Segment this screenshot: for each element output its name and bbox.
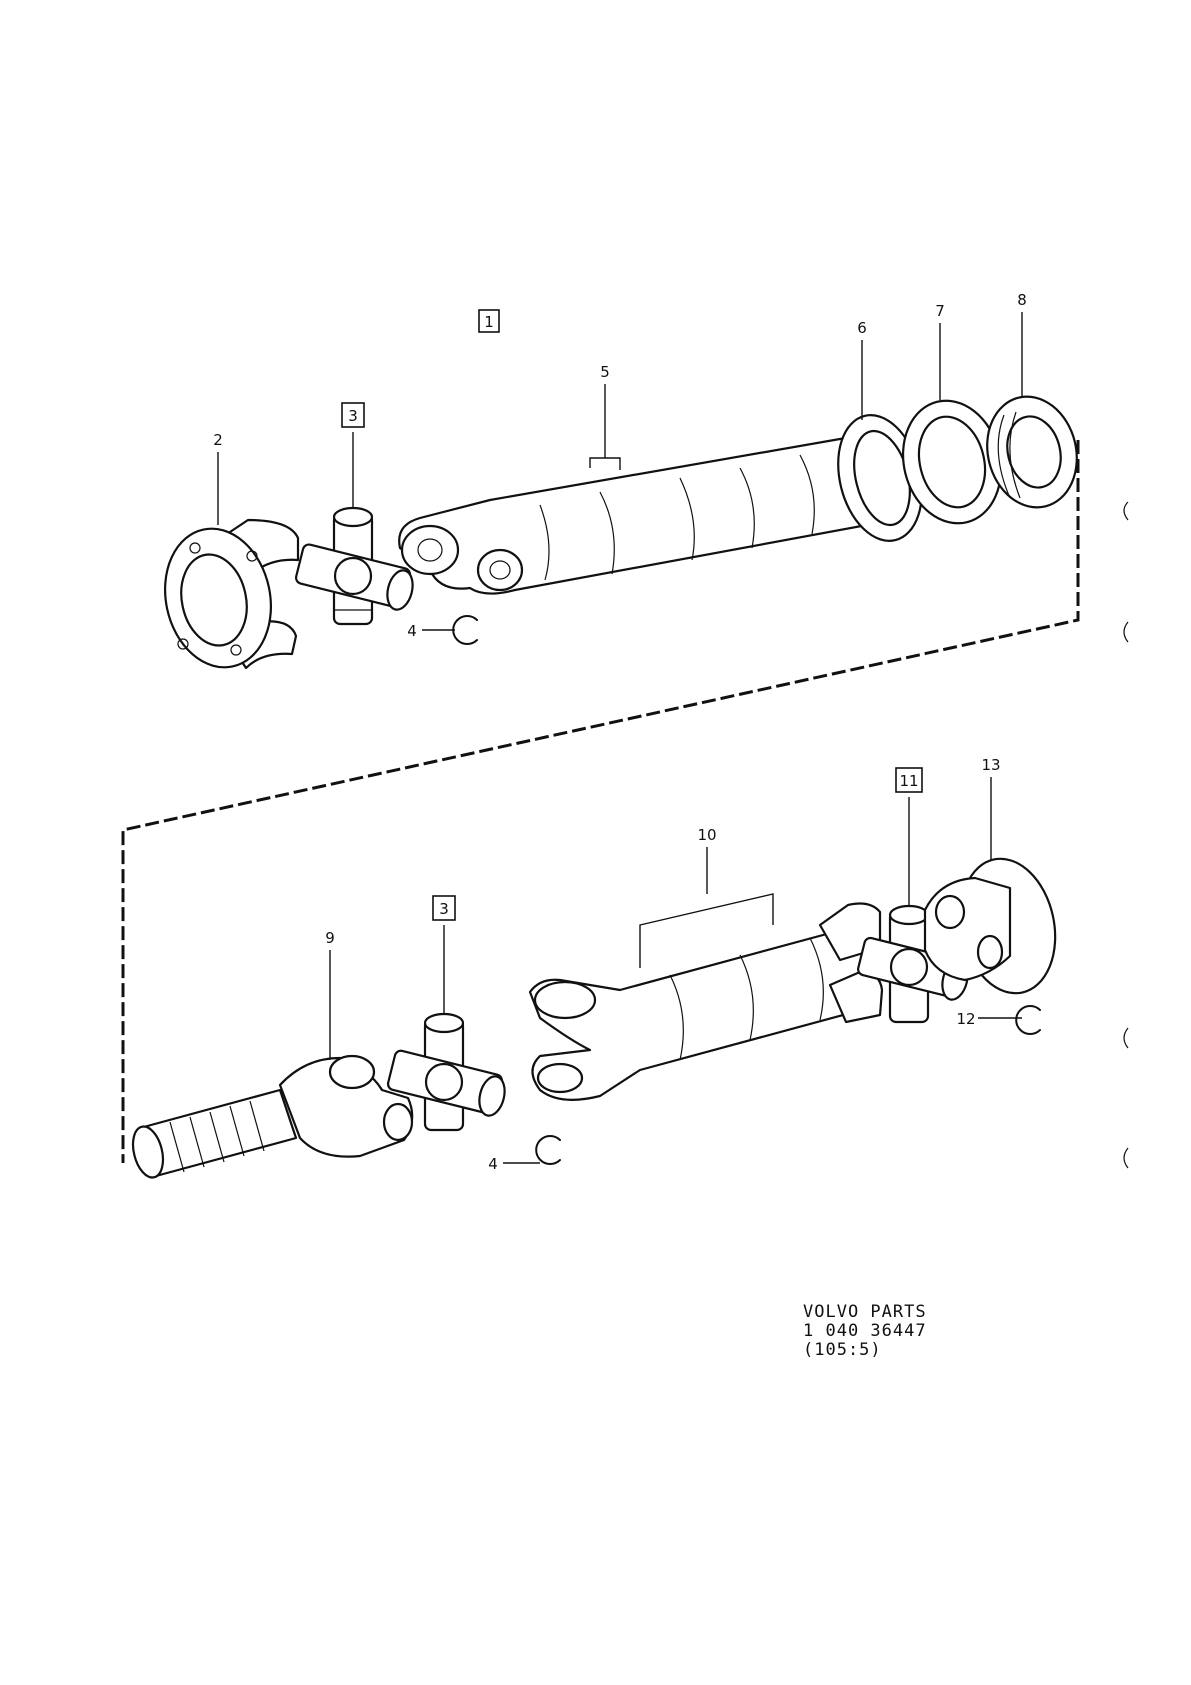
callout-7: 7 (935, 302, 945, 320)
callout-9: 9 (325, 929, 335, 947)
caption-part-number: 1 040 36447 (803, 1321, 927, 1341)
part-6-seal-ring (837, 414, 923, 542)
svg-text:1: 1 (484, 313, 494, 331)
callout-12: 12 (956, 1010, 975, 1028)
callout-6: 6 (857, 319, 867, 337)
part-13-flange-yoke (923, 857, 1057, 995)
part-3-universal-joint-lower (386, 1012, 506, 1132)
callout-11: 11 (895, 767, 923, 793)
part-4-circlip-lower (535, 1135, 561, 1165)
svg-text:3: 3 (348, 407, 358, 425)
part-8-support-bearing (986, 395, 1078, 509)
callout-10: 10 (697, 826, 716, 844)
part-7-bearing-ring (901, 399, 1003, 525)
svg-text:3: 3 (439, 900, 449, 918)
part-12-circlip (1015, 1005, 1041, 1035)
dashed-connector (121, 440, 1080, 1163)
svg-text:11: 11 (899, 772, 918, 790)
callout-8: 8 (1017, 291, 1027, 309)
part-4-circlip-upper (452, 615, 478, 645)
caption-section: (105:5) (803, 1340, 882, 1360)
parts-reference-caption: VOLVO PARTS 1 040 36447 (105:5) (803, 1303, 927, 1360)
part-10-intermediate-shaft (528, 893, 884, 1101)
part-2-flange-yoke (163, 518, 300, 670)
part-11-universal-joint (857, 904, 969, 1024)
part-9-splined-yoke (131, 1054, 414, 1179)
callout-4-upper: 4 (407, 622, 417, 640)
part-3-universal-joint-upper (294, 506, 414, 626)
callout-title-box: 1 (478, 309, 500, 333)
callout-4-lower: 4 (488, 1155, 498, 1173)
callout-2: 2 (213, 431, 223, 449)
callout-3-upper: 3 (341, 402, 365, 428)
callout-5: 5 (600, 363, 610, 381)
callout-leaders (217, 312, 1023, 1164)
binder-hole-marks (1123, 501, 1129, 1169)
callout-13: 13 (981, 756, 1000, 774)
caption-brand: VOLVO PARTS (803, 1302, 927, 1322)
callout-3-lower: 3 (432, 895, 456, 921)
part-5-propeller-shaft (398, 430, 907, 595)
